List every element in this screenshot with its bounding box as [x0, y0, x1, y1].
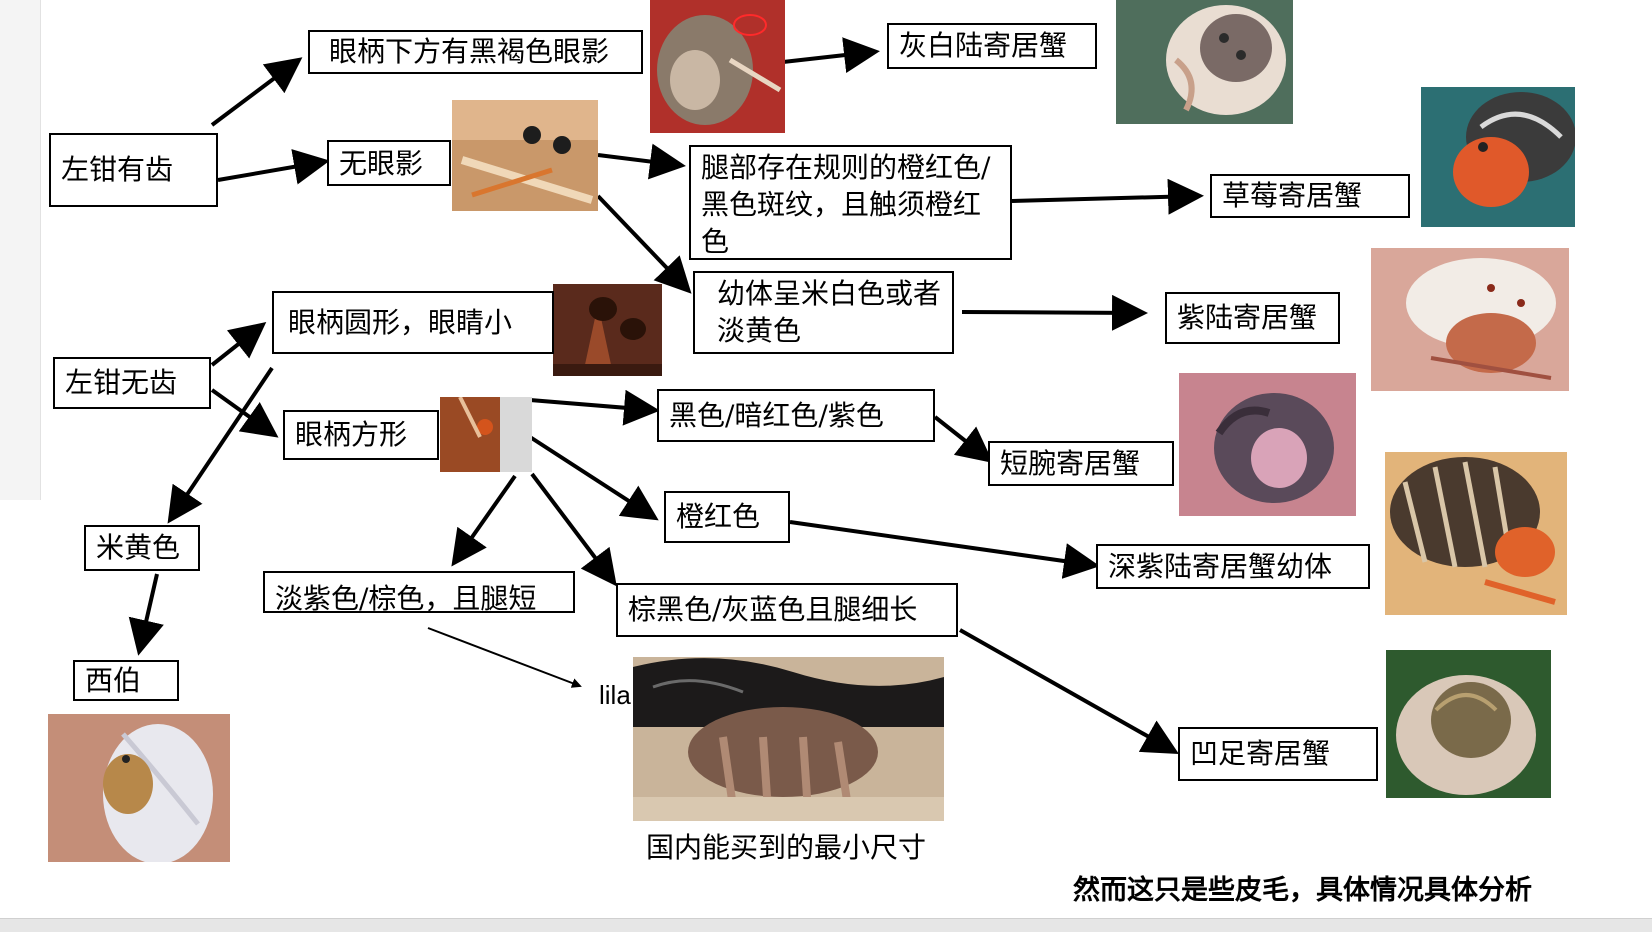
- hermit-crab-photo-short-wrist: [1179, 373, 1356, 516]
- hermit-crab-photo-xibo: [48, 714, 230, 862]
- species-xibo: 西伯: [73, 660, 179, 701]
- node-left-claw-teeth: 左钳有齿: [49, 133, 218, 207]
- hermit-crab-photo-smallest: [633, 657, 944, 821]
- node-black-red-purple: 黑色/暗红色/紫色: [657, 389, 935, 442]
- hermit-crab-photo-no-eye-shadow: [452, 100, 598, 211]
- species-short-wrist-crab: 短腕寄居蟹: [988, 441, 1174, 486]
- node-beige: 米黄色: [84, 525, 200, 571]
- node-orange-red: 橙红色: [664, 491, 790, 543]
- hermit-crab-photo-concave-foot: [1386, 650, 1551, 798]
- species-concave-foot-crab: 凹足寄居蟹: [1178, 727, 1378, 781]
- species-grey-white-land-crab: 灰白陆寄居蟹: [887, 23, 1097, 69]
- node-left-claw-no-teeth: 左钳无齿: [53, 357, 211, 409]
- node-light-purple-brown: 淡紫色/棕色，且腿短: [263, 571, 575, 615]
- species-strawberry-crab: 草莓寄居蟹: [1210, 174, 1410, 218]
- footer-note: 然而这只是些皮毛，具体情况具体分析: [1073, 875, 1532, 906]
- node-eye-shadow: 眼柄下方有黑褐色眼影: [308, 30, 643, 74]
- hermit-crab-photo-grey-white: [1116, 0, 1293, 124]
- species-deep-purple-juvenile: 深紫陆寄居蟹幼体: [1096, 544, 1370, 589]
- hermit-crab-photo-eye-shadow: [650, 0, 785, 133]
- node-square-eyestalk: 眼柄方形: [283, 410, 439, 460]
- hermit-crab-photo-round-eyestalk: [553, 284, 662, 376]
- node-round-eyestalk: 眼柄圆形，眼睛小: [272, 291, 554, 354]
- node-juvenile-color: 幼体呈米白色或者淡黄色: [693, 271, 954, 354]
- hermit-crab-photo-strawberry: [1421, 87, 1575, 227]
- hermit-crab-photo-deep-purple-juvenile: [1385, 452, 1567, 615]
- node-brown-black-grey-blue: 棕黑色/灰蓝色且腿细长: [616, 583, 958, 637]
- bottom-scrollbar-strip: [0, 918, 1652, 932]
- label-lila: lila: [599, 680, 631, 710]
- node-leg-pattern: 腿部存在规则的橙红色/黑色斑纹，且触须橙红色: [689, 145, 1012, 260]
- caption-smallest-size: 国内能买到的最小尺寸: [646, 831, 927, 864]
- node-no-eye-shadow: 无眼影: [327, 140, 451, 186]
- hermit-crab-photo-square-eyestalk: [440, 397, 532, 472]
- left-panel-edge: [0, 0, 41, 500]
- hermit-crab-photo-purple: [1371, 248, 1569, 391]
- species-purple-land-crab: 紫陆寄居蟹: [1165, 292, 1340, 344]
